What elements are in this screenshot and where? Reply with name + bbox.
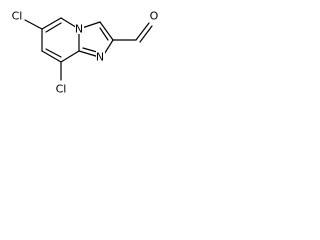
bond-c5-c6-double: [45, 22, 62, 33]
bond-n1-c8a: [78, 50, 100, 58]
bond-n1-c8a-double: [82, 47, 98, 53]
pyridine-ring-bonds: [41, 17, 80, 63]
atom-labels: Cl N N O Cl: [12, 10, 159, 96]
chemical-structure: Cl N N O Cl: [12, 10, 159, 96]
atom-cl-top: Cl: [12, 10, 23, 23]
bond-cho-o-double: [139, 25, 153, 43]
atom-n-ring: N: [96, 51, 104, 64]
atom-n-bridge-bg: [75, 23, 84, 34]
bond-cho-o: [135, 22, 150, 41]
bond-c5-c6: [41, 17, 62, 30]
bond-c6-cl: [24, 19, 43, 30]
bond-c3-c2-double: [99, 27, 109, 41]
bond-c3-c2: [99, 21, 114, 41]
substituent-bonds: [24, 19, 153, 81]
bond-c7-c8-double: [45, 48, 62, 58]
bond-c7-c8: [41, 50, 62, 63]
bond-c8-c8a: [60, 50, 80, 63]
atom-cl-bottom: Cl: [56, 83, 67, 96]
atom-n-ring-bg: [96, 51, 105, 62]
atom-o-aldehyde: O: [150, 10, 159, 23]
atom-n-bridge: N: [75, 23, 83, 36]
